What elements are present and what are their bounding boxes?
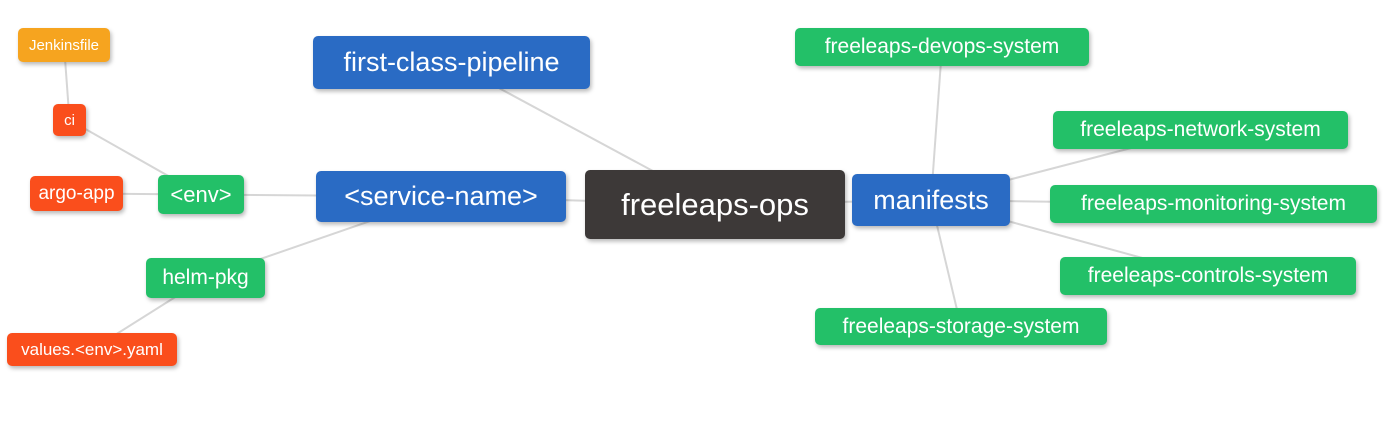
node-devops-system[interactable]: freeleaps-devops-system — [795, 28, 1089, 66]
node-jenkinsfile[interactable]: Jenkinsfile — [18, 28, 110, 62]
node-env[interactable]: <env> — [158, 175, 244, 214]
node-monitoring-system[interactable]: freeleaps-monitoring-system — [1050, 185, 1377, 223]
node-network-system[interactable]: freeleaps-network-system — [1053, 111, 1348, 149]
node-freeleaps-ops[interactable]: freeleaps-ops — [585, 170, 845, 239]
node-manifests[interactable]: manifests — [852, 174, 1010, 226]
node-values-env-yaml[interactable]: values.<env>.yaml — [7, 333, 177, 366]
node-ci[interactable]: ci — [53, 104, 86, 136]
node-helm-pkg[interactable]: helm-pkg — [146, 258, 265, 298]
node-argo-app[interactable]: argo-app — [30, 176, 123, 211]
node-first-class-pipeline[interactable]: first-class-pipeline — [313, 36, 590, 89]
node-service-name[interactable]: <service-name> — [316, 171, 566, 222]
node-storage-system[interactable]: freeleaps-storage-system — [815, 308, 1107, 345]
node-controls-system[interactable]: freeleaps-controls-system — [1060, 257, 1356, 295]
